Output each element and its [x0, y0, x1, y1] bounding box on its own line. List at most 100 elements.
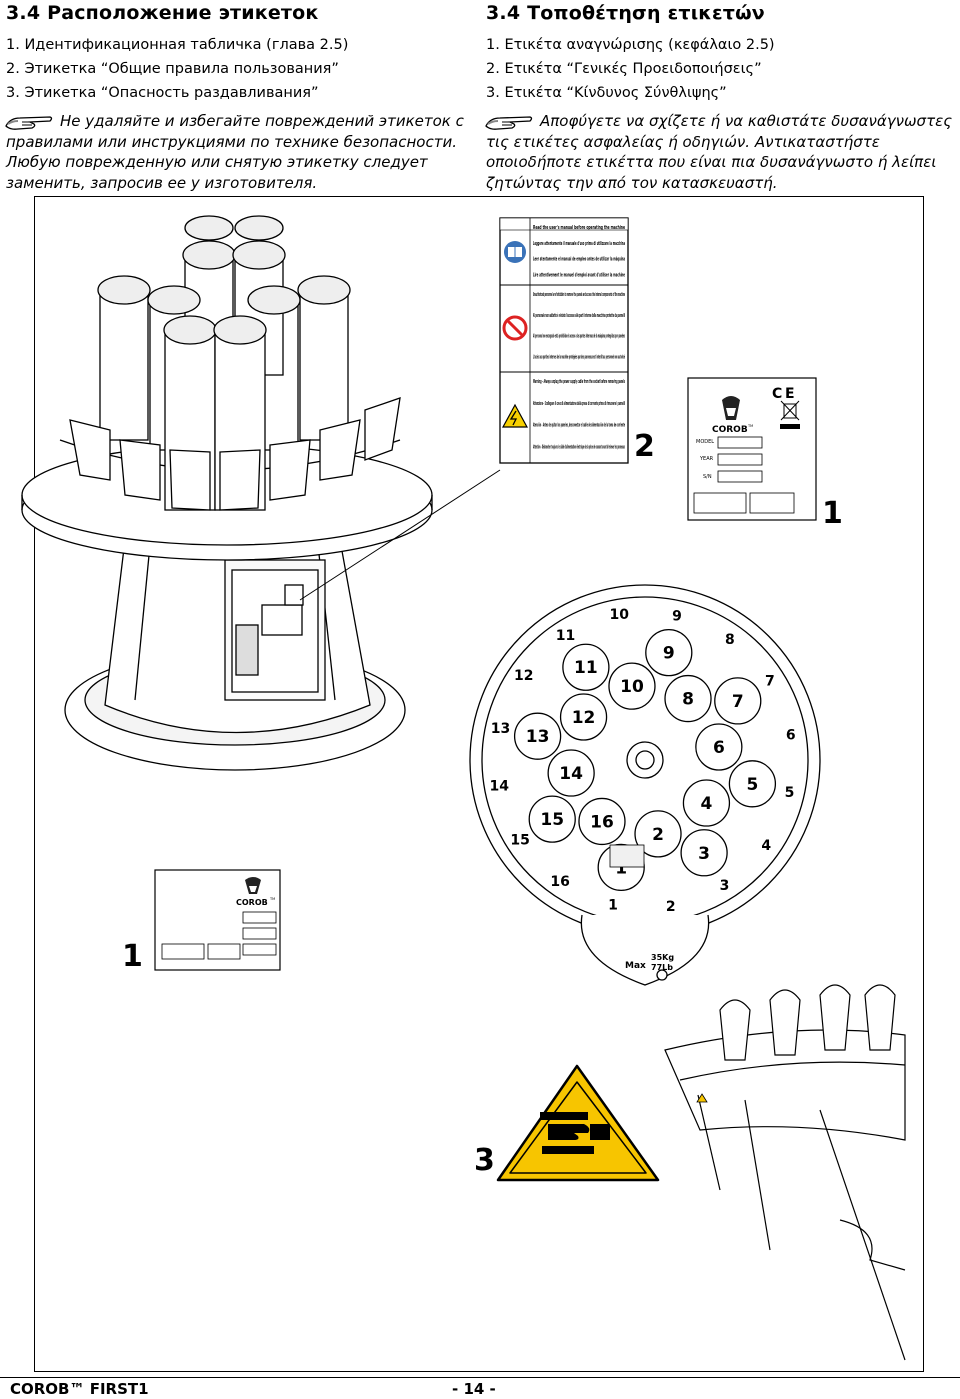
plate-sn-label: S/N [703, 474, 712, 480]
svg-text:E: E [785, 386, 795, 402]
outer-position-number: 15 [510, 833, 529, 849]
canister-circle [562, 643, 610, 691]
canister-circle [664, 674, 712, 723]
ru-warning: Не удаляйте и избегайте повреждений этик… [5, 111, 474, 193]
outer-position-number: 11 [556, 628, 575, 644]
canister-number: 1 [615, 858, 627, 878]
canister-number: 5 [746, 775, 758, 795]
weee-bin-icon [780, 400, 800, 429]
outer-position-number: 10 [610, 607, 630, 623]
page-footer: COROB™ FIRST1 - 14 - [0, 1377, 960, 1399]
canister-number: 10 [620, 677, 644, 697]
canister-circle [680, 829, 728, 877]
canister-circle [547, 749, 595, 797]
outer-position-number: 12 [514, 668, 533, 684]
canister-number: 3 [698, 844, 710, 864]
warning-label-line: Warning - Always unplug the power supply… [533, 379, 625, 385]
canister-circle [528, 795, 576, 843]
warning-label-line: Atención - Antes de quitar los paneles, … [533, 422, 625, 429]
outer-position-number: 7 [765, 673, 775, 689]
footer-brand: COROB™ FIRST1 [10, 1380, 149, 1398]
plate-year-label: YEAR [699, 456, 714, 462]
electric-hazard-icon [501, 403, 529, 428]
plate-brand: COROB [712, 425, 748, 435]
small-plate-brand: COROB [236, 898, 268, 907]
illustration-frame [34, 196, 924, 1372]
warning-label-line: Read the user's manual before operating … [533, 225, 625, 231]
outer-position-number: 1 [608, 897, 618, 913]
canister-circle [559, 693, 608, 741]
outer-position-number: 5 [785, 785, 795, 801]
canister-circle [682, 779, 731, 827]
page-number: - 14 - [452, 1380, 496, 1398]
machine-side-view [21, 215, 433, 771]
machine-partial-view [664, 984, 906, 1361]
gr-heading: 3.4 Τοποθέτηση ετικετών [486, 2, 765, 24]
warning-label-line: Leer atentamente el manual de empleo ant… [533, 256, 625, 263]
corob-logo-icon [245, 877, 261, 894]
canister-circle [608, 662, 656, 710]
warning-label-line: Unauthorized personnel are forbidden to … [533, 292, 625, 298]
small-plate-tm: TM [269, 897, 275, 901]
general-warnings-label: Read the user's manual before operating … [499, 217, 629, 464]
identification-plate: COROB TM C E MODEL YEAR S/N [687, 377, 817, 521]
ru-warning-first: Не удаляйте и избегайте повреждений этик… [60, 112, 464, 130]
callout-3: 3 [474, 1143, 495, 1178]
canister-circle [645, 628, 693, 677]
warning-label-line: Attenzione - Scollegare il cavo di alime… [533, 401, 625, 407]
outer-position-number: 9 [672, 609, 682, 625]
crush-hazard-sign [496, 1064, 660, 1182]
canister-number: 8 [682, 690, 694, 710]
canister-number: 2 [652, 825, 664, 845]
svg-text:C: C [772, 386, 782, 402]
canister-number: 11 [574, 658, 598, 678]
outer-position-number: 4 [761, 838, 771, 854]
leader-line [299, 469, 501, 601]
pointing-hand-icon [485, 116, 533, 130]
canister-number: 4 [701, 794, 713, 814]
canister-number: 16 [590, 812, 614, 832]
ru-warning-rest: правилами или инструкциями по технике бе… [6, 132, 457, 192]
canister-circle [714, 677, 762, 725]
pointing-hand-icon [5, 116, 53, 130]
ru-heading: 3.4 Расположение этикеток [6, 2, 319, 24]
outer-position-number: 8 [725, 632, 735, 648]
canister-number: 6 [713, 738, 725, 758]
gr-item-2: 2. Ετικέτα “Γενικές Προειδοποιήσεις” [486, 61, 762, 77]
gr-item-1: 1. Ετικέτα αναγνώρισης (κεφάλαιο 2.5) [486, 37, 775, 53]
canister-circle [513, 712, 562, 760]
max-load-lb: 77Lb [651, 963, 673, 972]
corob-logo-icon [722, 396, 740, 420]
gr-label-list: 1. Ετικέτα αναγνώρισης (κεφάλαιο 2.5) 2.… [486, 33, 954, 105]
canister-number: 7 [732, 692, 744, 712]
canister-number: 14 [559, 764, 583, 784]
canister-number: 13 [526, 727, 550, 747]
plate-model-label: MODEL [696, 439, 714, 445]
outer-position-number: 6 [786, 727, 796, 743]
warning-label-line: Al personale non addetto è vietato l'acc… [533, 312, 625, 319]
outer-position-number: 2 [666, 899, 676, 915]
callout-2: 2 [634, 429, 655, 464]
canister-number: 15 [540, 810, 564, 830]
outer-position-number: 16 [550, 874, 569, 890]
ru-item-2: 2. Этикетка “Общие правила пользования” [6, 61, 339, 77]
outer-position-number: 3 [720, 878, 730, 894]
gr-warning: Αποφύγετε να σχίζετε ή να καθιστάτε δυσα… [485, 111, 954, 193]
no-entry-icon [502, 315, 528, 341]
outer-position-number: 14 [490, 779, 510, 795]
warning-label-line: Attention - Débrancher toujours le câble… [533, 443, 625, 450]
ru-item-1: 1. Идентификационная табличка (глава 2.5… [6, 37, 349, 53]
warning-label-line: Al personal no encargado está prohibido … [533, 333, 625, 340]
canister-circle [578, 797, 626, 846]
russian-column: 3.4 Расположение этикеток 1. Идентификац… [5, 0, 474, 193]
canister-circle [728, 760, 777, 808]
canister-circle [634, 810, 682, 858]
ru-label-list: 1. Идентификационная табличка (глава 2.5… [6, 33, 474, 105]
canister-circle [695, 723, 743, 771]
gr-item-3: 3. Ετικέτα “Κίνδυνος Σύνθλιψης” [486, 85, 727, 101]
warning-label-line: L'accès aux parties internes de la machi… [533, 353, 625, 360]
ru-item-3: 3. Этикетка “Опасность раздавливания” [6, 85, 319, 101]
greek-column: 3.4 Τοποθέτηση ετικετών 1. Ετικέτα αναγν… [485, 0, 954, 193]
